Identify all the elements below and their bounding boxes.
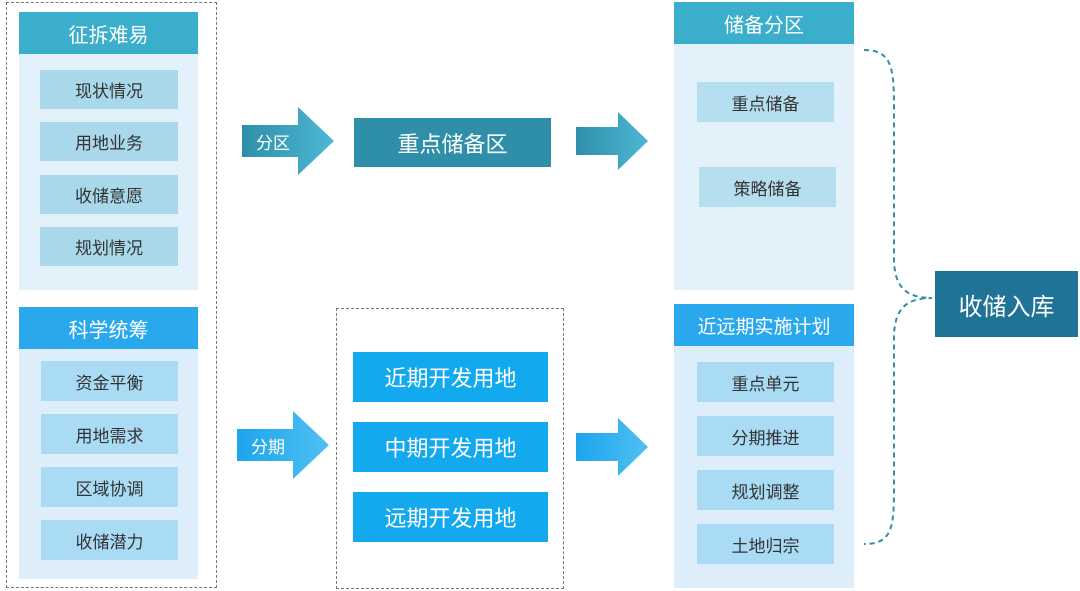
group2-item-2: 用地需求: [41, 414, 178, 454]
reserve-title: 储备分区: [674, 2, 854, 44]
zone-box: 重点储备区: [354, 118, 551, 167]
group1-item-2: 用地业务: [40, 122, 178, 161]
zone-arrow-icon: [242, 107, 334, 175]
plan-title: 近远期实施计划: [674, 304, 854, 346]
group1-title: 征拆难易: [19, 12, 198, 54]
phase-box-near: 近期开发用地: [353, 352, 548, 402]
group1-item-1: 现状情况: [40, 70, 178, 109]
plan-item-4: 土地归宗: [697, 524, 834, 564]
plan-item-3: 规划调整: [697, 470, 834, 510]
group2-item-4: 收储潜力: [41, 520, 178, 560]
phase-box-mid: 中期开发用地: [353, 422, 548, 472]
group1-item-3: 收储意愿: [40, 175, 178, 214]
group2-item-1: 资金平衡: [41, 361, 178, 401]
group2-title: 科学统筹: [19, 307, 198, 349]
phase-to-plan-arrow-icon: [576, 418, 648, 476]
group1-item-4: 规划情况: [40, 227, 178, 266]
phase-dashed-container: [336, 308, 564, 589]
reserve-item-2: 策略储备: [699, 167, 836, 207]
plan-item-2: 分期推进: [697, 416, 834, 456]
final-box: 收储入库: [935, 271, 1078, 337]
reserve-panel: [674, 2, 854, 290]
group2-item-3: 区域协调: [41, 467, 178, 507]
phase-box-far: 远期开发用地: [353, 492, 548, 542]
left-dashed-container: [6, 2, 217, 588]
zone-to-reserve-arrow-icon: [576, 112, 648, 170]
zone-arrow-label: 分区: [256, 133, 290, 154]
phase-arrow-label: 分期: [251, 437, 285, 458]
phase-arrow-icon: [237, 411, 329, 479]
reserve-item-1: 重点储备: [697, 82, 834, 122]
plan-item-1: 重点单元: [697, 362, 834, 402]
brace-icon: [863, 49, 933, 545]
